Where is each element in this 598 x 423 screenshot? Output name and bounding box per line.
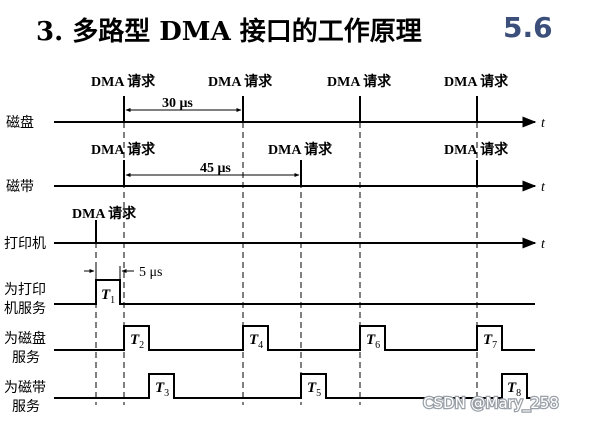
time-axis-label: t: [541, 116, 546, 131]
pulse-label: T4: [249, 332, 263, 351]
disk-request-row: 磁盘 t DMA 请求 DMA 请求 DMA 请求 DMA 请求 30 μs: [6, 73, 546, 131]
page-title: 3. 多路型 DMA 接口的工作原理: [36, 16, 422, 47]
watermark: CSDN @Mary_258: [423, 394, 559, 413]
disk-interval-label: 30 μs: [162, 96, 193, 111]
row-label-serve-printer: 为打印: [4, 281, 46, 298]
printer-request-label: DMA 请求: [72, 205, 137, 222]
pulse-label: T8: [507, 380, 521, 399]
pulse-label: T7: [483, 332, 497, 351]
service-width-label: 5 μs: [139, 265, 162, 280]
row-label-serve-disk: 为磁盘: [4, 330, 46, 347]
pulse-label: T3: [155, 380, 169, 399]
disk-request-label: DMA 请求: [327, 73, 392, 90]
tape-request-label: DMA 请求: [268, 141, 333, 158]
disk-request-label: DMA 请求: [444, 73, 509, 90]
time-axis-label: t: [541, 180, 546, 195]
tape-interval-label: 45 μs: [200, 161, 231, 176]
printer-service-waveform: [54, 279, 535, 305]
time-axis-label: t: [541, 237, 546, 252]
row-label-disk: 磁盘: [6, 114, 34, 131]
pulse-label: T1: [101, 287, 115, 306]
serve-tape-row: 为磁带 服务 T3 T5 T8: [4, 373, 535, 415]
tape-request-label: DMA 请求: [444, 141, 509, 158]
tape-service-waveform: [54, 373, 535, 399]
tape-request-label: DMA 请求: [91, 141, 156, 158]
row-label-serve-disk: 服务: [12, 350, 40, 366]
disk-request-label: DMA 请求: [91, 73, 156, 90]
serve-disk-row: 为磁盘 服务 T2 T4 T6 T7: [4, 325, 535, 366]
serve-printer-row: 为打印 机服务 5 μs T1: [4, 265, 535, 317]
disk-request-label: DMA 请求: [208, 73, 273, 90]
row-label-printer: 打印机: [4, 235, 46, 252]
disk-service-waveform: [54, 325, 535, 351]
row-label-serve-printer: 机服务: [4, 301, 46, 317]
printer-request-row: 打印机 t DMA 请求: [4, 205, 546, 252]
pulse-label: T6: [366, 332, 380, 351]
section-number: 5.6: [503, 11, 553, 44]
reference-lines: [95, 112, 478, 405]
row-label-tape: 磁带: [6, 179, 34, 195]
row-label-serve-tape: 服务: [12, 399, 40, 415]
row-label-serve-tape: 为磁带: [4, 380, 46, 396]
pulse-label: T2: [130, 332, 144, 351]
tape-request-row: 磁带 t DMA 请求 DMA 请求 DMA 请求 45 μs: [6, 141, 546, 195]
pulse-label: T5: [307, 380, 321, 399]
